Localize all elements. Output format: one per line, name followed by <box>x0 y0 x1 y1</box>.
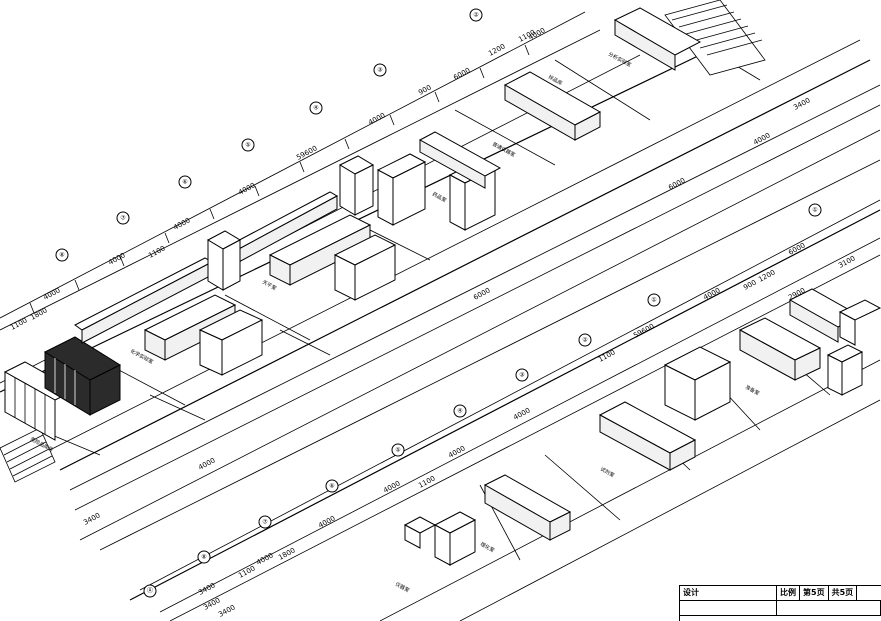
dim-text: 3400 <box>82 511 101 526</box>
room-label: 仪器室 <box>394 581 411 594</box>
dim-text: 4000 <box>512 406 531 421</box>
grid-bubble: ③ <box>373 63 387 77</box>
dim-text: 4000 <box>702 286 721 301</box>
room-label: 准备室 <box>744 384 761 397</box>
grid-bubble: ⑧ <box>55 248 69 262</box>
svg-text:⑤: ⑤ <box>395 447 400 454</box>
grid-bubble: ⑤ <box>391 443 405 457</box>
svg-text:⑥: ⑥ <box>329 483 334 490</box>
room-label: 药品室 <box>431 191 448 204</box>
dim-text: 6000 <box>667 176 686 191</box>
sheet-number: 第5页 <box>800 586 829 600</box>
dim-text: 3400 <box>217 603 236 618</box>
svg-text:②: ② <box>582 337 588 344</box>
room-label: 普通仪器室 <box>491 141 516 159</box>
svg-text:①: ① <box>812 207 817 214</box>
dim-text: 4000 <box>42 286 61 301</box>
title-block-row: 设计 比例 第5页 共5页 <box>680 586 881 601</box>
svg-text:⑦: ⑦ <box>262 519 268 526</box>
dim-text: 4000 <box>382 479 401 494</box>
title-block-empty-cell <box>680 601 777 615</box>
upper-block: ⑧ ⑦ ⑥ ⑤ ④ ③ ② ① 4000 4000 4000 4000 4000… <box>0 0 881 551</box>
dim-text: 1100 <box>147 244 166 259</box>
island-benches-upper <box>143 214 372 361</box>
svg-text:③: ③ <box>377 67 382 74</box>
room-label: 试剂室 <box>599 466 616 479</box>
svg-text:⑧: ⑧ <box>201 554 206 561</box>
dimensions-lower: 4000 4000 4000 4000 4000 6000 4000 59600… <box>197 241 856 618</box>
fume-hoods <box>206 155 375 291</box>
dim-text: 1100 <box>9 316 28 331</box>
room-label: 天平室 <box>261 279 278 292</box>
svg-text:⑧: ⑧ <box>59 252 64 259</box>
grid-bubbles-upper: ⑧ ⑦ ⑥ ⑤ ④ ③ ② ① <box>55 8 822 262</box>
grid-bubble: ② <box>469 8 483 22</box>
grid-bubble: ② <box>578 333 592 347</box>
svg-text:⑦: ⑦ <box>120 215 126 222</box>
dim-text: 4000 <box>367 111 386 126</box>
storage-cabinets <box>3 336 122 441</box>
grid-bubble: ① <box>808 203 822 217</box>
dim-text: 4000 <box>237 181 256 196</box>
dim-text: 3400 <box>202 596 221 611</box>
room-label: 理化室 <box>479 541 496 554</box>
svg-text:③: ③ <box>519 372 524 379</box>
dim-text: 6000 <box>472 286 491 301</box>
dim-text: 4000 <box>197 456 216 471</box>
dim-text: 4000 <box>255 551 274 566</box>
svg-text:Ⓐ: Ⓐ <box>147 587 153 595</box>
dim-text: 900 <box>417 83 433 96</box>
svg-text:④: ④ <box>313 105 318 112</box>
cabinets-lower <box>403 299 881 566</box>
title-block-row <box>680 601 881 616</box>
dim-text: 6000 <box>787 241 806 256</box>
grid-bubble: ④ <box>309 101 323 115</box>
title-block: 设计 比例 第5页 共5页 <box>679 585 881 621</box>
dim-text: 1200 <box>487 42 506 57</box>
grid-bubble: ⑧ <box>197 550 211 564</box>
dim-text: 4000 <box>317 514 336 529</box>
title-block-empty-cell <box>777 601 881 615</box>
dim-text: 3400 <box>197 581 216 596</box>
grid-bubble: ⑥ <box>178 175 192 189</box>
dim-text: 1100 <box>517 28 536 43</box>
dim-text: 4000 <box>172 216 191 231</box>
grid-bubble: ⑥ <box>325 479 339 493</box>
svg-text:④: ④ <box>457 408 462 415</box>
l-bench-upper <box>418 7 702 189</box>
grid-bubble: Ⓐ <box>143 584 157 598</box>
grid-bubble: ⑦ <box>116 211 130 225</box>
wall-bench-upper <box>74 191 339 344</box>
grid-bubble: ④ <box>453 404 467 418</box>
dim-text: 1100 <box>597 348 616 363</box>
dim-text: 3400 <box>792 96 811 111</box>
dim-text: 1800 <box>277 546 296 561</box>
sheet-total: 共5页 <box>829 586 858 600</box>
dim-text: 59600 <box>295 144 318 162</box>
svg-text:⑤: ⑤ <box>245 142 250 149</box>
grid-bubble: ① <box>647 293 661 307</box>
svg-text:⑥: ⑥ <box>182 179 187 186</box>
design-label: 设计 <box>680 586 777 600</box>
grid-bubbles-lower: ⑧ ⑦ ⑥ ⑤ ④ ③ ② ① Ⓐ <box>143 293 661 598</box>
dim-text: 1200 <box>757 268 776 283</box>
scale-label: 比例 <box>777 586 800 600</box>
grid-bubble: ⑤ <box>241 138 255 152</box>
dim-text: 6000 <box>452 66 471 81</box>
dim-text: 3100 <box>837 254 856 269</box>
grid-bubble: ⑦ <box>258 515 272 529</box>
lower-block: ⑧ ⑦ ⑥ ⑤ ④ ③ ② ① Ⓐ 4000 4000 4000 4000 40… <box>129 199 881 621</box>
grid-bubble: ③ <box>515 368 529 382</box>
svg-text:①: ① <box>651 297 656 304</box>
svg-text:②: ② <box>473 12 479 19</box>
benches-lower <box>483 288 862 541</box>
